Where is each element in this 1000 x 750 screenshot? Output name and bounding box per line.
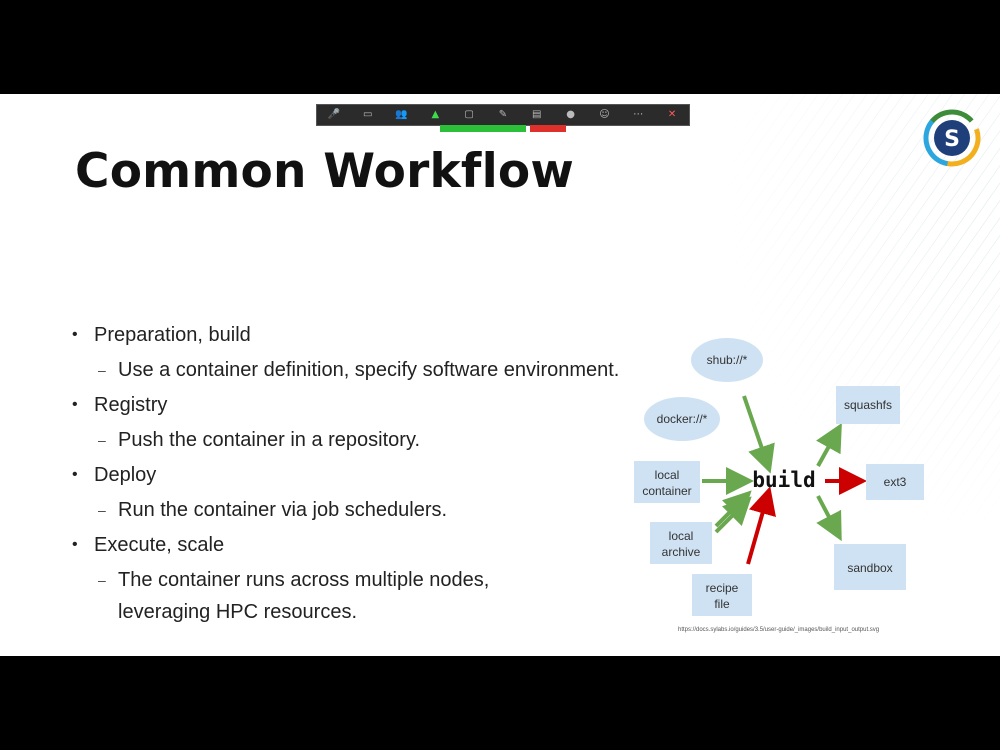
svg-text:sandbox: sandbox <box>847 561 892 575</box>
stop-share-button[interactable] <box>530 125 566 132</box>
build-label: build <box>752 468 815 492</box>
svg-text:container: container <box>642 484 691 498</box>
sub-bullet-item: –Push the container in a repository. <box>72 424 692 456</box>
bullet-text: Deploy <box>94 463 157 486</box>
source-url: https://docs.sylabs.io/guides/3.5/user-g… <box>678 627 880 633</box>
sub-bullet-text: Use a container definition, specify soft… <box>118 359 620 381</box>
leave-icon[interactable]: ✕ <box>667 109 677 120</box>
node-ext3: ext3 <box>866 464 924 500</box>
sub-bullet-text: Push the container in a repository. <box>118 429 421 451</box>
node-local-container: local container <box>634 461 700 503</box>
node-squashfs: squashfs <box>836 386 900 424</box>
bullet-text: Registry <box>94 393 168 416</box>
svg-text:squashfs: squashfs <box>844 398 892 412</box>
arrow-recipe-to-build <box>746 486 776 565</box>
bullet-item: •Preparation, build <box>72 323 251 346</box>
arrow-shub-to-build <box>742 395 775 474</box>
svg-text:S: S <box>944 127 960 152</box>
sub-bullet-text: Run the container via job schedulers. <box>118 499 448 521</box>
bullet-item: •Execute, scale <box>72 533 225 556</box>
arrow-build-to-squashfs <box>816 423 842 467</box>
svg-text:local: local <box>655 468 680 482</box>
share-screen-icon[interactable]: ▲ <box>431 109 440 120</box>
sub-bullet-item: –Run the container via job schedulers. <box>72 494 692 526</box>
svg-text:local: local <box>669 529 694 543</box>
node-recipe-file: recipe file <box>692 574 752 616</box>
participants-icon[interactable]: 👥 <box>395 109 408 120</box>
node-shub: shub://* <box>691 338 763 382</box>
record-icon[interactable]: ● <box>566 109 575 120</box>
svg-text:ext3: ext3 <box>884 475 907 489</box>
bullet-list: •Preparation, build –Use a container def… <box>72 316 692 632</box>
chat-icon[interactable]: ▢ <box>464 109 474 120</box>
svg-text:file: file <box>714 597 730 611</box>
meeting-toolbar: 🎤 ▭ 👥 ▲ ▢ ✎ ▤ ● ☺ ⋯ ✕ <box>316 104 690 126</box>
svg-text:recipe: recipe <box>706 581 739 595</box>
slide: 🎤 ▭ 👥 ▲ ▢ ✎ ▤ ● ☺ ⋯ ✕ Common Workflow S … <box>0 94 1000 656</box>
node-local-archive: local archive <box>650 522 712 564</box>
arrow-build-to-sandbox <box>816 495 842 542</box>
svg-text:docker://*: docker://* <box>657 412 708 426</box>
sub-bullet-text: The container runs across multiple nodes… <box>118 569 490 623</box>
sub-bullet-item: –Use a container definition, specify sof… <box>72 354 692 386</box>
singularity-logo: S <box>923 109 981 167</box>
arrow-docker-to-build <box>714 496 752 534</box>
arrow-archive-to-build <box>714 490 752 528</box>
build-diagram: shub://* docker://* local container loca… <box>634 338 924 616</box>
node-sandbox: sandbox <box>834 544 906 590</box>
whiteboard-icon[interactable]: ▤ <box>532 109 542 120</box>
sharing-status-bar <box>440 125 566 133</box>
bullet-text: Preparation, build <box>94 323 251 346</box>
background-decoration <box>560 94 1000 656</box>
slide-title: Common Workflow <box>75 144 575 199</box>
video-icon[interactable]: ▭ <box>362 109 373 120</box>
reactions-icon[interactable]: ☺ <box>599 109 610 120</box>
svg-text:archive: archive <box>662 545 701 559</box>
microphone-icon[interactable]: 🎤 <box>327 109 341 120</box>
sharing-indicator[interactable] <box>440 125 526 132</box>
node-docker: docker://* <box>644 397 720 441</box>
bullet-item: •Deploy <box>72 463 157 486</box>
bullet-item: •Registry <box>72 393 168 416</box>
svg-text:shub://*: shub://* <box>707 353 748 367</box>
bullet-text: Execute, scale <box>94 533 225 556</box>
annotate-icon[interactable]: ✎ <box>498 109 508 120</box>
sub-bullet-item: –The container runs across multiple node… <box>72 564 692 628</box>
more-icon[interactable]: ⋯ <box>633 109 644 120</box>
